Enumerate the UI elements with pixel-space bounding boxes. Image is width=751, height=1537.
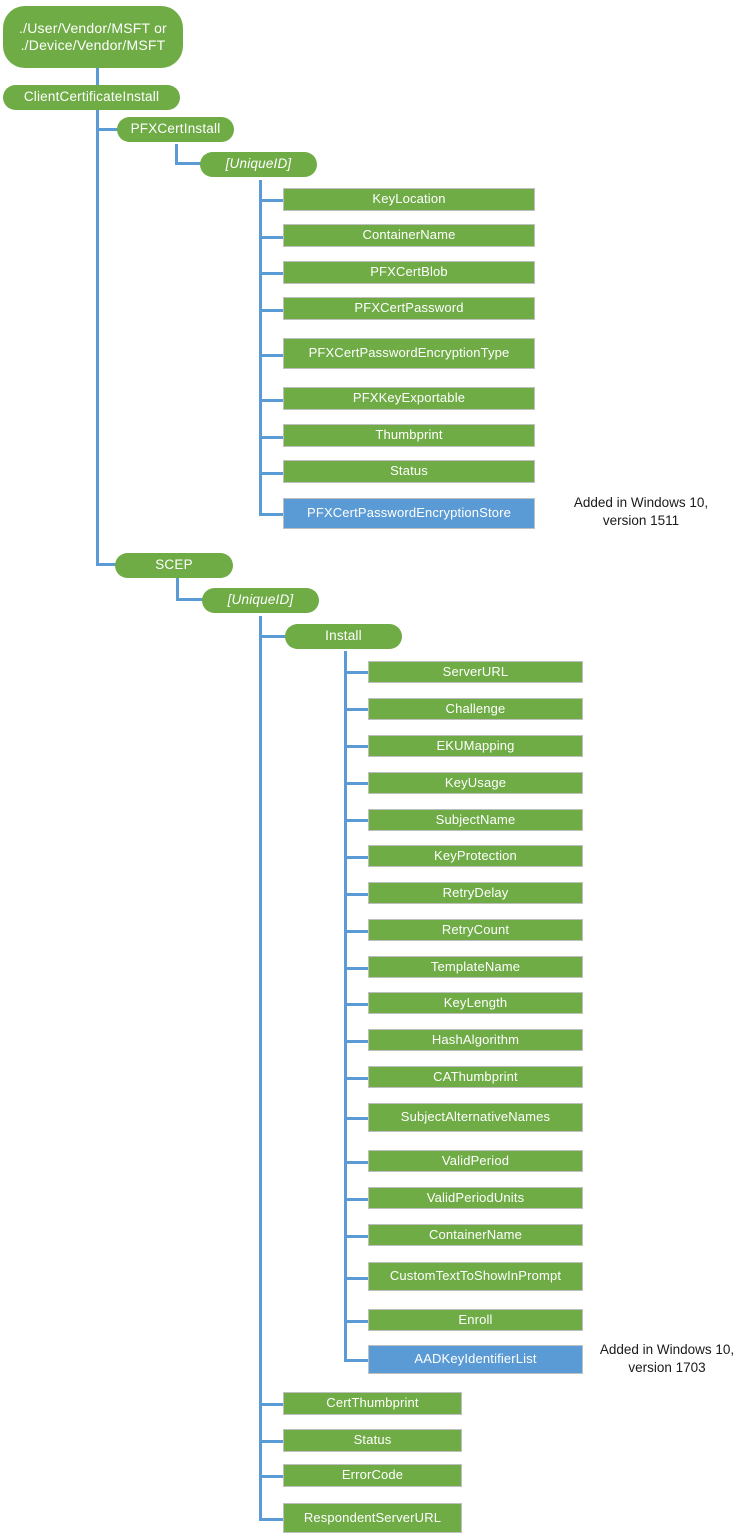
connector-install-leaf-stub — [344, 1235, 370, 1238]
node-scep-unique-id[interactable]: [UniqueID] — [202, 588, 319, 613]
leaf-box-install[interactable]: ValidPeriod — [368, 1150, 583, 1172]
connector-pfx-leaf-stub — [259, 236, 284, 239]
connector-pfx-leaf-stub — [259, 354, 284, 357]
connector-install-leaf-stub — [344, 1077, 370, 1080]
note-install-added-version: Added in Windows 10, version 1703 — [599, 1342, 735, 1376]
connector-install-leaf-stub — [344, 1198, 370, 1201]
leaf-box-install[interactable]: KeyLength — [368, 992, 583, 1014]
leaf-box-install[interactable]: ServerURL — [368, 661, 583, 683]
connector-install-leaf-stub — [344, 893, 370, 896]
leaf-box-install[interactable]: TemplateName — [368, 956, 583, 978]
connector-scep-leaf-stub — [259, 1518, 285, 1521]
leaf-box-pfx-added[interactable]: PFXCertPasswordEncryptionStore — [283, 498, 535, 529]
connector-scep-leaf-stub — [259, 1475, 285, 1478]
connector-install-leaf-stub — [344, 856, 370, 859]
connector-install-leaf-stub — [344, 1161, 370, 1164]
connector-scep-uniqueid-to-install — [259, 635, 287, 638]
connector-install-leaf-stub — [344, 671, 370, 674]
leaf-box-install[interactable]: RetryDelay — [368, 882, 583, 904]
leaf-box-install[interactable]: RetryCount — [368, 919, 583, 941]
leaf-box-install[interactable]: ContainerName — [368, 1224, 583, 1246]
connector-pfx-leaf-stub — [259, 513, 284, 516]
node-scep-install[interactable]: Install — [285, 624, 402, 649]
connector-cci-to-pfx — [96, 128, 130, 131]
connector-scep-to-uniqueid-h — [176, 598, 206, 601]
connector-pfx-uniqueid-trunk — [259, 180, 262, 515]
connector-cci-trunk — [96, 108, 99, 566]
connector-install-leaf-stub — [344, 782, 370, 785]
connector-install-leaf-stub — [344, 1277, 370, 1280]
connector-pfx-leaf-stub — [259, 309, 284, 312]
leaf-box-install[interactable]: SubjectName — [368, 809, 583, 831]
connector-install-leaf-stub — [344, 930, 370, 933]
leaf-box-install[interactable]: Enroll — [368, 1309, 583, 1331]
connector-pfx-leaf-stub — [259, 199, 284, 202]
connector-install-leaf-stub — [344, 1320, 370, 1323]
connector-pfx-to-uniqueid-h — [175, 162, 203, 165]
leaf-box-pfx[interactable]: PFXCertPassword — [283, 297, 535, 320]
connector-pfx-to-uniqueid-v — [175, 144, 178, 164]
leaf-box-install[interactable]: Challenge — [368, 698, 583, 720]
connector-install-leaf-stub — [344, 708, 370, 711]
leaf-box-pfx[interactable]: PFXCertBlob — [283, 261, 535, 284]
leaf-box-scep[interactable]: Status — [283, 1429, 462, 1452]
leaf-box-pfx[interactable]: KeyLocation — [283, 188, 535, 211]
leaf-box-pfx[interactable]: PFXCertPasswordEncryptionType — [283, 338, 535, 369]
connector-scep-uniqueid-trunk — [259, 616, 262, 1521]
connector-install-trunk — [344, 651, 347, 1361]
connector-install-leaf-stub — [344, 1359, 370, 1362]
connector-scep-to-uniqueid-v — [176, 578, 179, 600]
leaf-box-install[interactable]: CAThumbprint — [368, 1066, 583, 1088]
leaf-box-scep[interactable]: CertThumbprint — [283, 1392, 462, 1415]
leaf-box-install-added[interactable]: AADKeyIdentifierList — [368, 1345, 583, 1374]
leaf-box-scep[interactable]: ErrorCode — [283, 1464, 462, 1487]
leaf-box-install[interactable]: KeyProtection — [368, 845, 583, 867]
connector-install-leaf-stub — [344, 1003, 370, 1006]
connector-scep-leaf-stub — [259, 1403, 285, 1406]
leaf-box-install[interactable]: EKUMapping — [368, 735, 583, 757]
node-root[interactable]: ./User/Vendor/MSFT or ./Device/Vendor/MS… — [3, 6, 183, 68]
leaf-box-pfx[interactable]: Status — [283, 460, 535, 483]
node-client-certificate-install[interactable]: ClientCertificateInstall — [3, 85, 180, 110]
leaf-box-pfx[interactable]: ContainerName — [283, 224, 535, 247]
leaf-box-scep[interactable]: RespondentServerURL — [283, 1503, 462, 1533]
connector-cci-to-scep — [96, 563, 118, 566]
connector-install-leaf-stub — [344, 1117, 370, 1120]
leaf-box-pfx[interactable]: Thumbprint — [283, 424, 535, 447]
node-pfx-unique-id[interactable]: [UniqueID] — [200, 152, 317, 177]
node-scep[interactable]: SCEP — [115, 553, 233, 578]
connector-pfx-leaf-stub — [259, 436, 284, 439]
leaf-box-pfx[interactable]: PFXKeyExportable — [283, 387, 535, 410]
connector-pfx-leaf-stub — [259, 272, 284, 275]
connector-install-leaf-stub — [344, 819, 370, 822]
connector-install-leaf-stub — [344, 745, 370, 748]
leaf-box-install[interactable]: KeyUsage — [368, 772, 583, 794]
leaf-box-install[interactable]: SubjectAlternativeNames — [368, 1103, 583, 1132]
connector-install-leaf-stub — [344, 1040, 370, 1043]
leaf-box-install[interactable]: HashAlgorithm — [368, 1029, 583, 1051]
connector-scep-leaf-stub — [259, 1440, 285, 1443]
connector-pfx-leaf-stub — [259, 399, 284, 402]
leaf-box-install[interactable]: CustomTextToShowInPrompt — [368, 1262, 583, 1291]
connector-pfx-leaf-stub — [259, 472, 284, 475]
leaf-box-install[interactable]: ValidPeriodUnits — [368, 1187, 583, 1209]
note-pfx-added-version: Added in Windows 10, version 1511 — [573, 495, 709, 529]
node-pfx-cert-install[interactable]: PFXCertInstall — [117, 117, 234, 142]
connector-install-leaf-stub — [344, 967, 370, 970]
